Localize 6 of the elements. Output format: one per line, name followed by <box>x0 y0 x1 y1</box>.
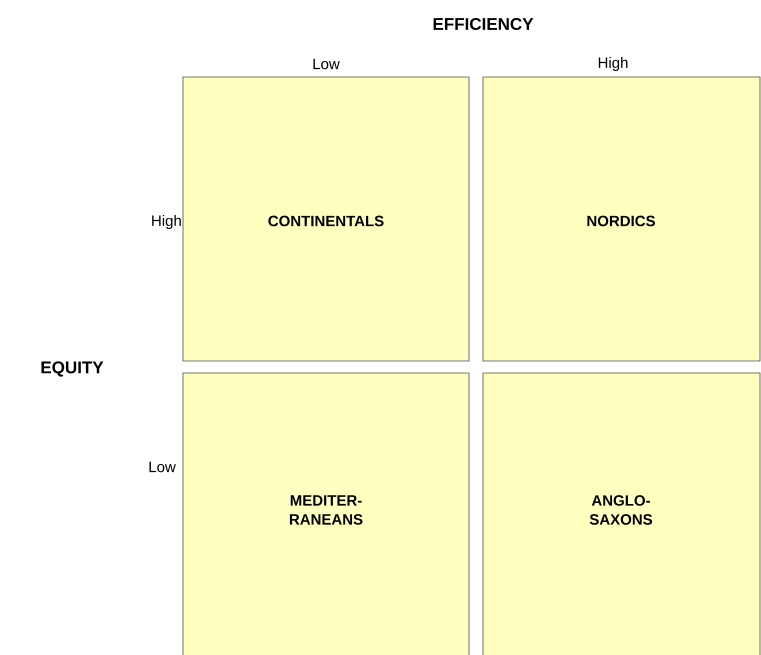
quadrant-box: CONTINENTALS <box>182 76 470 362</box>
axis-title: EQUITY <box>42 361 104 377</box>
quadrant-box: ANGLO- SAXONS <box>482 372 760 655</box>
quadrant-box: NORDICS <box>482 76 760 362</box>
axis-title: EFFICIENCY <box>434 18 534 30</box>
quadrant-box: MEDITER- RANEANS <box>182 372 470 655</box>
